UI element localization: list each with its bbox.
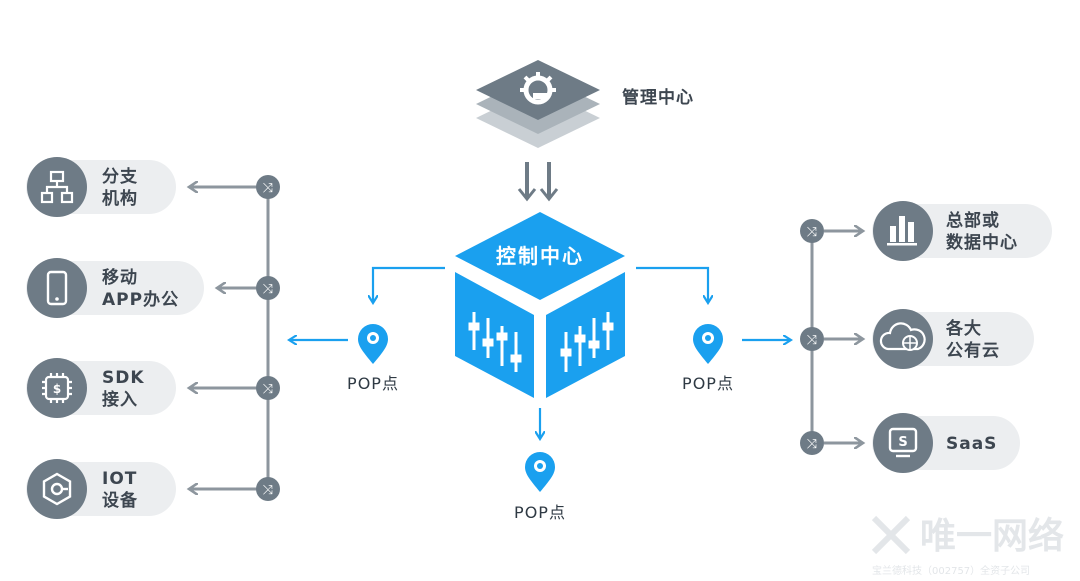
pop-point-right: POP点	[682, 324, 734, 393]
sliders-icon	[560, 312, 614, 372]
management-center-icon	[476, 60, 600, 148]
shuffle-icon: ⤨	[807, 333, 818, 348]
watermark: 唯一网络 宝兰德科技（002757）全资子公司	[871, 515, 1064, 577]
pop-label: POP点	[682, 374, 734, 393]
watermark-subtitle: 宝兰德科技（002757）全资子公司	[872, 564, 1030, 577]
chip-icon	[42, 373, 72, 403]
management-down-arrows	[517, 162, 559, 202]
pop-point-left: POP点	[347, 324, 399, 393]
left-node-line1: IOT	[102, 469, 137, 489]
control-center-label: 控制中心	[496, 244, 584, 268]
cloud-globe-icon	[879, 322, 926, 351]
iot-device-icon	[42, 472, 72, 506]
right-node-line2: 数据中心	[946, 232, 1018, 253]
management-center-label: 管理中心	[622, 87, 694, 108]
right-node-datacenter: 总部或 数据中心 ⤨	[800, 201, 1052, 261]
left-node-mobile: 移动 APP办公 ⤨	[26, 258, 280, 318]
right-node-saas: S SaaS ⤨	[800, 413, 1020, 473]
left-node-line2: APP办公	[102, 289, 179, 310]
shuffle-icon: ⤨	[263, 382, 274, 397]
shuffle-icon: ⤨	[263, 483, 274, 498]
blue-connectors	[290, 266, 790, 438]
left-node-sdk: $ SDK 接入 ⤨	[26, 358, 280, 418]
shuffle-icon: ⤨	[263, 282, 274, 297]
saas-monitor-icon: S	[888, 427, 918, 458]
shuffle-icon: ⤨	[807, 225, 818, 240]
control-center-cube	[455, 212, 625, 398]
org-chart-icon	[40, 170, 74, 204]
shuffle-icon: ⤨	[263, 181, 274, 196]
sliders-icon	[468, 312, 522, 372]
pop-label: POP点	[347, 374, 399, 393]
left-node-line2: 设备	[102, 490, 138, 511]
watermark-title: 唯一网络	[920, 515, 1064, 557]
left-node-line1: SDK	[102, 368, 145, 388]
right-node-line1: SaaS	[946, 434, 997, 454]
pop-point-bottom: POP点	[514, 452, 566, 522]
svg-text:S: S	[898, 435, 907, 450]
bar-chart-icon	[887, 216, 917, 246]
svg-text:$: $	[53, 382, 61, 396]
mobile-phone-icon	[46, 270, 68, 306]
right-node-line1: 总部或	[946, 210, 1000, 231]
right-node-line2: 公有云	[946, 340, 1000, 361]
shuffle-icon: ⤨	[807, 437, 818, 452]
left-node-line2: 机构	[102, 188, 138, 209]
left-node-line1: 移动	[102, 267, 138, 288]
left-node-branch: 分支 机构 ⤨	[26, 157, 280, 217]
left-node-line2: 接入	[102, 389, 138, 410]
pop-label: POP点	[514, 503, 566, 522]
right-node-line1: 各大	[945, 318, 982, 339]
left-node-iot: IOT 设备 ⤨	[26, 459, 280, 519]
watermark-logo-icon	[871, 515, 911, 555]
left-node-line1: 分支	[102, 166, 138, 187]
right-node-cloud: 各大 公有云 ⤨	[800, 309, 1034, 369]
